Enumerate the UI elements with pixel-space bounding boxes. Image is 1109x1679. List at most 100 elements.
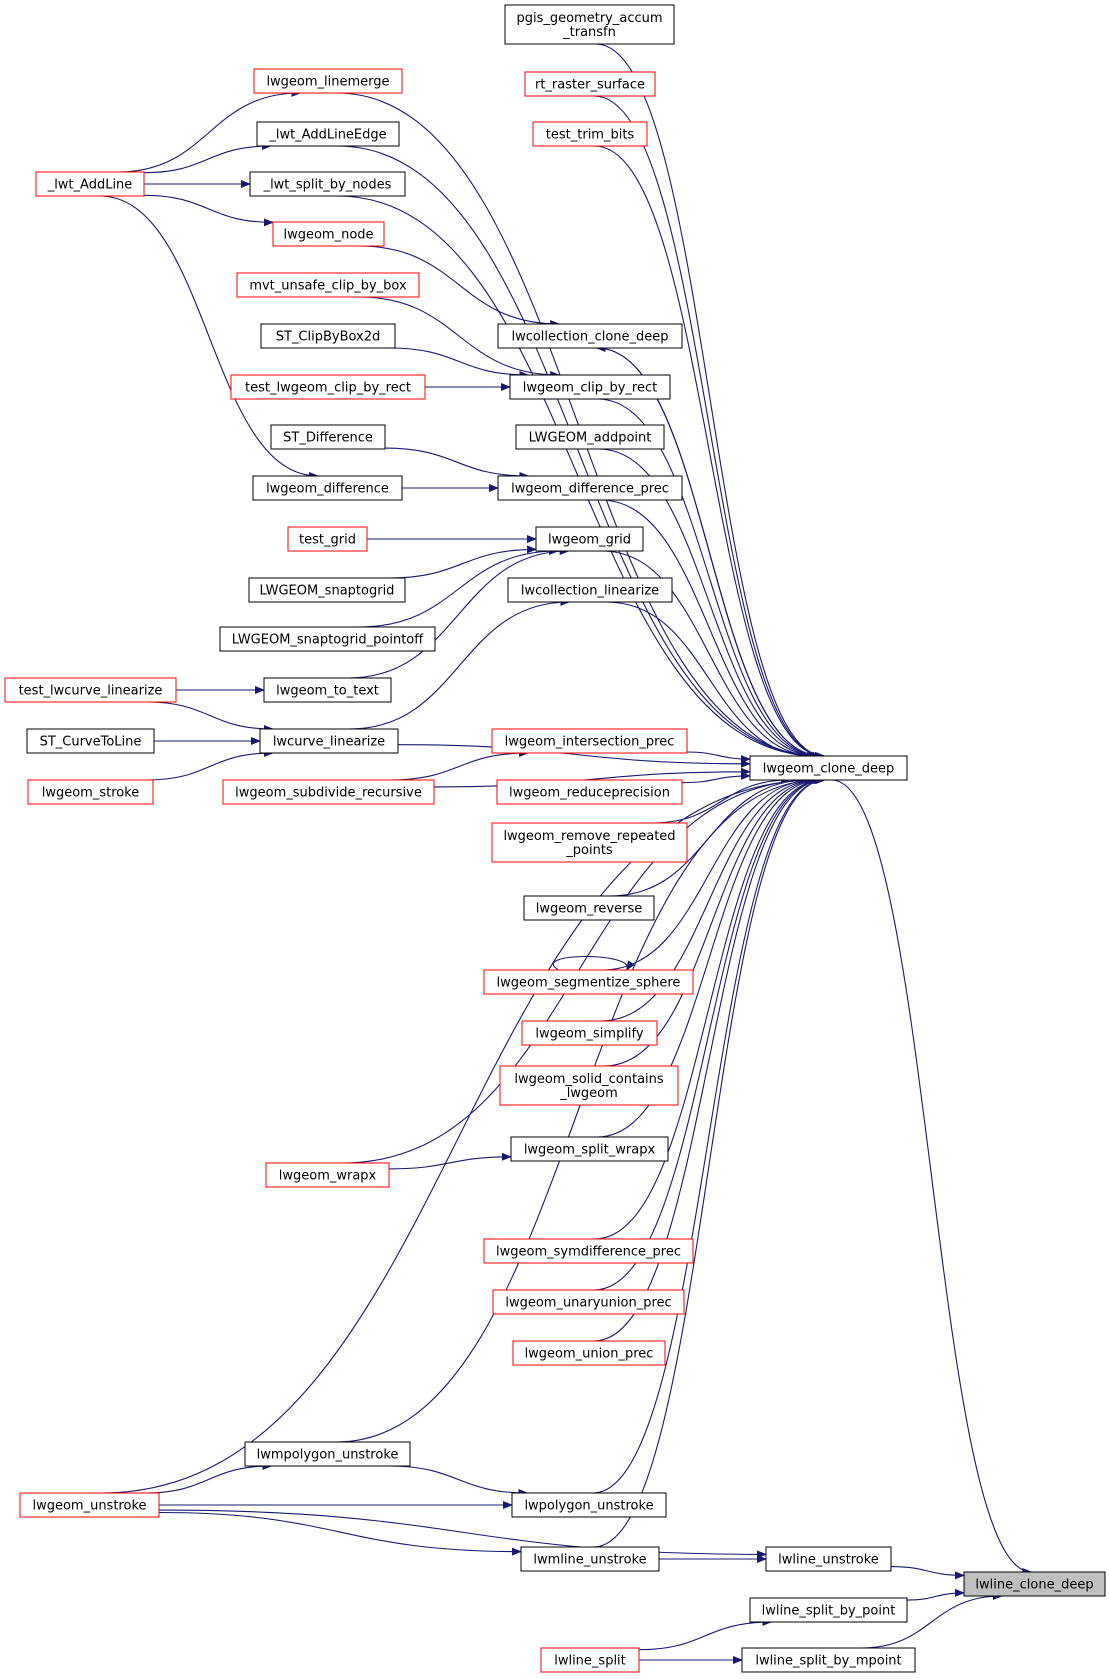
node-lwgeom-unaryunion-prec[interactable]: lwgeom_unaryunion_prec <box>492 1289 685 1315</box>
node-box-lwline-split-by-point <box>749 1597 908 1623</box>
node-label-mvt-unsafe-clip-by-box: mvt_unsafe_clip_by_box <box>249 279 407 294</box>
edge-lwmpolygon_unstroke-to-lwpolygon_unstroke <box>388 1465 529 1497</box>
node-lwgeom-clip-by-rect[interactable]: lwgeom_clip_by_rect <box>509 374 671 400</box>
node-box-lwgeom-wrapx <box>265 1162 390 1188</box>
node-lwgeom-stroke[interactable]: lwgeom_stroke <box>27 779 154 805</box>
edge-lwgeom_remove_repeated_points-to-lwgeom_clone_deep <box>652 776 791 824</box>
node-lwgeom-addpoint[interactable]: LWGEOM_addpoint <box>515 424 665 450</box>
node-lwgeom-clone-deep[interactable]: lwgeom_clone_deep <box>749 755 908 781</box>
edge-lwgeom_subdivide_recursive-to-lwgeom_intersection_prec <box>389 749 530 781</box>
node-st-clipbybox2d[interactable]: ST_ClipByBox2d <box>260 323 396 349</box>
node-box-lwt-addline <box>35 171 145 197</box>
node-lwgeom-difference-prec[interactable]: lwgeom_difference_prec <box>497 475 683 501</box>
node-lwgeom-segmentize-sphere[interactable]: lwgeom_segmentize_sphere <box>483 969 694 995</box>
node-label-lwline-split-by-point: lwline_split_by_point <box>762 1604 896 1619</box>
node-test-lwgeom-clip-by-rect[interactable]: test_lwgeom_clip_by_rect <box>230 374 426 400</box>
node-test-grid[interactable]: test_grid <box>287 526 368 552</box>
node-lwgeom-linemerge[interactable]: lwgeom_linemerge <box>253 68 403 94</box>
node-lwt-addlineedge[interactable]: _lwt_AddLineEdge <box>256 121 400 147</box>
node-label-lwline-split: lwline_split <box>554 1654 626 1669</box>
node-lwline-split[interactable]: lwline_split <box>540 1647 640 1673</box>
node-st-difference[interactable]: ST_Difference <box>270 424 386 450</box>
node-label-lwpolygon-unstroke: lwpolygon_unstroke <box>524 1499 653 1514</box>
node-rt-raster-surface[interactable]: rt_raster_surface <box>524 71 656 97</box>
node-lwgeom-wrapx[interactable]: lwgeom_wrapx <box>265 1162 390 1188</box>
node-label-lwgeom-addpoint: LWGEOM_addpoint <box>529 431 652 446</box>
node-box-rt-raster-surface <box>524 71 656 97</box>
node-test-lwcurve-linearize[interactable]: test_lwcurve_linearize <box>4 677 177 703</box>
node-lwgeom-simplify[interactable]: lwgeom_simplify <box>521 1020 658 1046</box>
node-lwmpolygon-unstroke[interactable]: lwmpolygon_unstroke <box>244 1441 411 1467</box>
node-box-lwcollection-linearize <box>507 577 673 603</box>
node-lwt-addline[interactable]: _lwt_AddLine <box>35 171 145 197</box>
edge-lwgeom_clone_deep-to-lwline_clone_deep <box>831 779 1033 1576</box>
node-lwline-unstroke[interactable]: lwline_unstroke <box>765 1546 892 1572</box>
node-lwcollection-clone-deep[interactable]: lwcollection_clone_deep <box>497 323 683 349</box>
node-label-lwgeom-remove-repeated-points-line-2: _points <box>565 843 613 858</box>
node-box-lwgeom-to-text <box>263 677 392 703</box>
edge-lwgeom_clip_by_rect-to-lwgeom_clone_deep <box>597 398 822 760</box>
node-lwgeom-intersection-prec[interactable]: lwgeom_intersection_prec <box>491 728 688 754</box>
node-lwgeom-reduceprecision[interactable]: lwgeom_reduceprecision <box>496 779 683 805</box>
edge-lwline_unstroke-to-lwline_clone_deep <box>890 1566 965 1580</box>
node-lwgeom-symdifference-prec[interactable]: lwgeom_symdifference_prec <box>483 1238 694 1264</box>
node-box-lwline-clone-deep <box>963 1571 1106 1597</box>
node-lwgeom-union-prec[interactable]: lwgeom_union_prec <box>512 1340 666 1366</box>
node-box-lwgeom-remove-repeated-points <box>491 822 688 863</box>
node-label-pgis-geometry-accum-transfn-line-1: pgis_geometry_accum <box>516 11 662 26</box>
node-label-lwgeom-grid: lwgeom_grid <box>548 533 631 548</box>
node-label-lwmpolygon-unstroke: lwmpolygon_unstroke <box>257 1448 399 1463</box>
node-mvt-unsafe-clip-by-box[interactable]: mvt_unsafe_clip_by_box <box>236 272 420 298</box>
node-lwgeom-solid-contains-lwgeom[interactable]: lwgeom_solid_contains_lwgeom <box>499 1065 679 1106</box>
node-lwgeom-grid[interactable]: lwgeom_grid <box>535 526 644 552</box>
node-pgis-geometry-accum-transfn[interactable]: pgis_geometry_accum_transfn <box>504 4 675 45</box>
edge-lwgeom_segmentize_sphere-to-lwgeom_segmentize_sphere <box>553 956 635 971</box>
node-label-lwgeom-simplify: lwgeom_simplify <box>535 1027 643 1042</box>
node-box-lwgeom-clip-by-rect <box>509 374 671 400</box>
node-lwt-split-by-nodes[interactable]: _lwt_split_by_nodes <box>249 171 406 197</box>
node-box-test-grid <box>287 526 368 552</box>
node-lwline-split-by-mpoint[interactable]: lwline_split_by_mpoint <box>741 1647 916 1673</box>
edge-lwt_AddLine-to-lwt_AddLineEdge <box>143 142 272 174</box>
node-lwgeom-node[interactable]: lwgeom_node <box>272 221 385 247</box>
edge-lwgeom_node-to-lwcollection_clone_deep <box>359 245 561 328</box>
edge-lwcurve_linearize-to-lwgeom_clone_deep <box>397 744 751 768</box>
node-label-lwgeom-remove-repeated-points-line-1: lwgeom_remove_repeated <box>503 829 675 844</box>
node-label-lwgeom-unaryunion-prec: lwgeom_unaryunion_prec <box>505 1296 671 1311</box>
node-test-trim-bits[interactable]: test_trim_bits <box>532 121 648 147</box>
node-box-test-lwgeom-clip-by-rect <box>230 374 426 400</box>
node-label-lwgeom-segmentize-sphere: lwgeom_segmentize_sphere <box>497 976 681 991</box>
node-lwmline-unstroke[interactable]: lwmline_unstroke <box>520 1546 660 1572</box>
node-lwcurve-linearize[interactable]: lwcurve_linearize <box>259 728 399 754</box>
node-lwgeom-to-text[interactable]: lwgeom_to_text <box>263 677 392 703</box>
node-lwgeom-remove-repeated-points[interactable]: lwgeom_remove_repeated_points <box>491 822 688 863</box>
node-box-lwline-split-by-mpoint <box>741 1647 916 1673</box>
node-lwgeom-difference[interactable]: lwgeom_difference <box>252 475 403 501</box>
node-label-lwgeom-node: lwgeom_node <box>283 228 373 243</box>
node-lwgeom-unstroke[interactable]: lwgeom_unstroke <box>19 1492 160 1518</box>
node-label-lwgeom-reverse: lwgeom_reverse <box>536 902 642 917</box>
node-label-lwgeom-solid-contains-lwgeom-line-1: lwgeom_solid_contains <box>514 1072 664 1087</box>
node-lwgeom-snaptogrid[interactable]: LWGEOM_snaptogrid <box>248 577 406 603</box>
node-lwpolygon-unstroke[interactable]: lwpolygon_unstroke <box>511 1492 667 1518</box>
node-lwgeom-split-wrapx[interactable]: lwgeom_split_wrapx <box>510 1136 669 1162</box>
node-label-lwgeom-linemerge: lwgeom_linemerge <box>266 75 389 90</box>
edge-lwt_AddLine-to-lwgeom_node <box>143 194 274 227</box>
node-label-lwcurve-linearize: lwcurve_linearize <box>273 735 385 750</box>
edge-lwgeom_symdifference_prec-to-lwgeom_clone_deep <box>594 776 824 1240</box>
edge-lwgeom_unstroke-to-lwmpolygon_unstroke <box>145 1462 273 1494</box>
node-lwgeom-reverse[interactable]: lwgeom_reverse <box>523 895 655 921</box>
node-label-lwcollection-linearize: lwcollection_linearize <box>521 584 659 599</box>
node-box-lwmline-unstroke <box>520 1546 660 1572</box>
node-lwline-split-by-point[interactable]: lwline_split_by_point <box>749 1597 908 1623</box>
edge-lwgeom_unstroke-to-lwmline_unstroke <box>158 1511 522 1556</box>
node-lwgeom-subdivide-recursive[interactable]: lwgeom_subdivide_recursive <box>222 779 435 805</box>
node-label-test-lwgeom-clip-by-rect: test_lwgeom_clip_by_rect <box>245 381 411 396</box>
node-st-curvetoline[interactable]: ST_CurveToLine <box>26 728 155 754</box>
node-box-pgis-geometry-accum-transfn <box>504 4 675 45</box>
node-box-lwpolygon-unstroke <box>511 1492 667 1518</box>
node-lwgeom-snaptogrid-pointoff[interactable]: LWGEOM_snaptogrid_pointoff <box>219 626 436 652</box>
node-label-lwgeom-symdifference-prec: lwgeom_symdifference_prec <box>496 1245 681 1260</box>
node-lwcollection-linearize[interactable]: lwcollection_linearize <box>507 577 673 603</box>
